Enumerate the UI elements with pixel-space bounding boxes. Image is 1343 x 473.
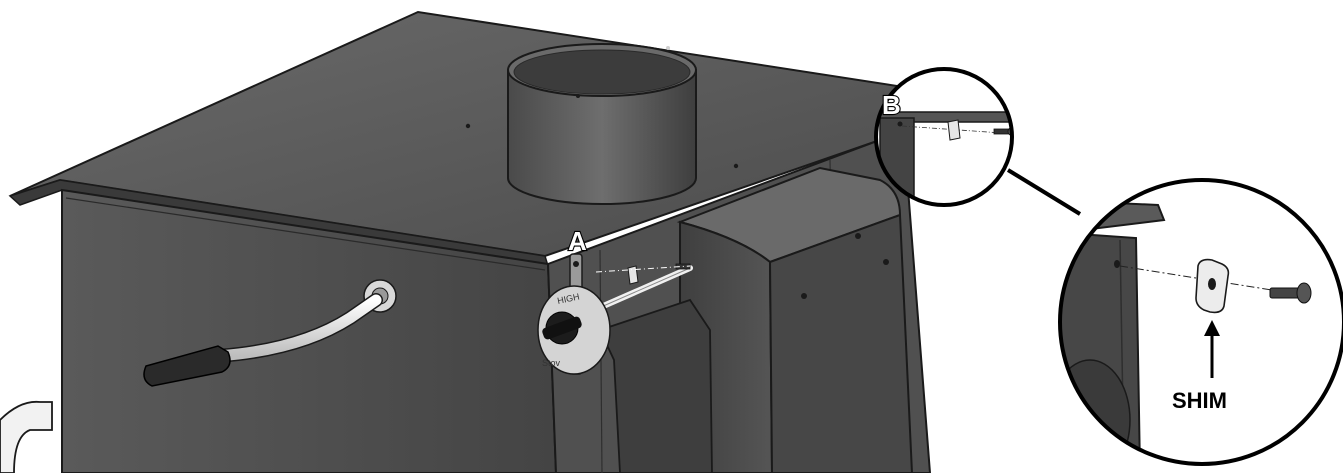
detail-small-hole [897,121,903,127]
shim-label: SHIM [1172,388,1227,413]
side-shroud-box [598,166,914,473]
flue-collar [507,43,697,205]
detail-connector-line [1006,168,1082,216]
detail-small-screw [993,128,1011,135]
side-handle [143,279,397,387]
detail-small-border [874,67,1014,207]
detail-large-border [1058,178,1343,466]
assembly-line-a [595,265,691,273]
lower-panel [598,298,713,473]
flue-collar-body [507,69,697,205]
detail-large-knob-shadow [1060,359,1131,464]
detail-large-hole [1114,260,1120,268]
collar-screw [666,46,670,50]
top-screw-hole [733,163,739,169]
top-screw-hole [465,123,471,129]
shroud-screw [883,259,889,265]
damper-rod-assembly: HIGH Stov [537,253,693,375]
detail-small-shim [947,119,961,141]
handle-grip [143,345,231,387]
shim-arrow-head [1204,320,1220,336]
callout-label-b: B [882,90,901,120]
dial-text-top: HIGH [556,291,580,305]
detail-large-shim-hole [1208,278,1216,290]
dial-text-bottom: Stov [542,358,561,368]
flue-collar-inner [513,49,691,95]
pipe-segment [0,400,53,473]
damper-knob-grip [542,316,582,340]
detail-large-screw-head [1296,282,1312,304]
bracket-hole [573,261,579,267]
handle-shaft-fill [212,294,382,362]
detail-circle-large: SHIM [1058,178,1343,466]
shroud-screw [801,293,807,299]
callout-label-a: A [568,226,587,256]
shroud-side [768,213,914,473]
shroud-screw [855,233,861,239]
shim-a [627,265,639,285]
collar-screw [576,94,580,98]
left-pipe [0,400,53,473]
front-trim-line [65,197,546,271]
side-seam [599,249,603,473]
